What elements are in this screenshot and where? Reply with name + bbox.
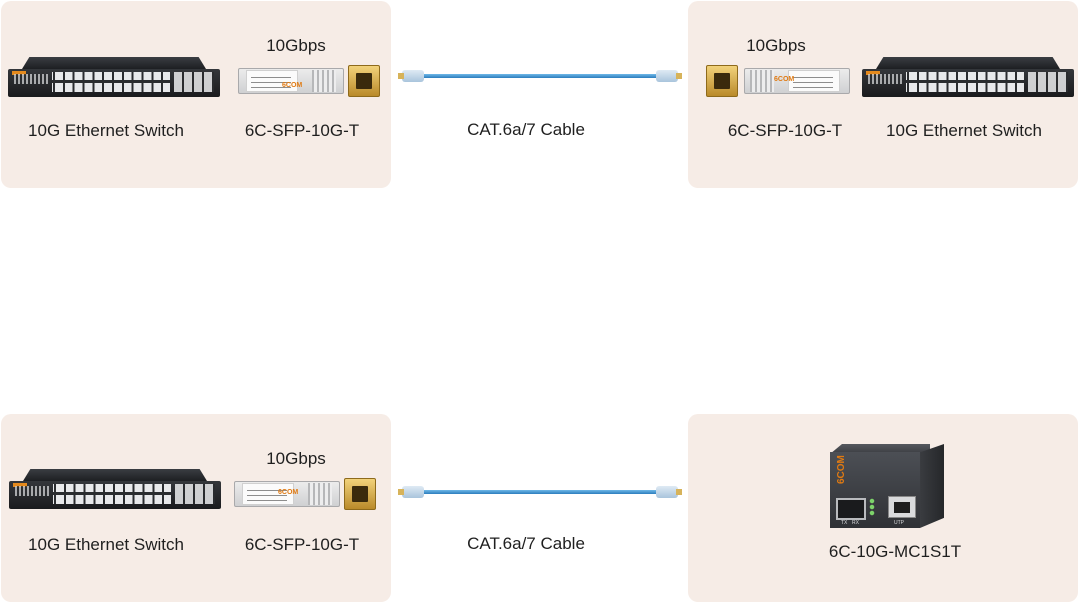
row1-cable-image (398, 66, 682, 86)
row1-right-switch-label: 10G Ethernet Switch (886, 121, 1042, 140)
row1-left-switch-label: 10G Ethernet Switch (28, 121, 184, 140)
row2-left-switch-image (9, 469, 221, 509)
row2-left-sfp-module-image: 6COM (234, 478, 376, 510)
row2-left-speed: 10Gbps (266, 449, 326, 468)
converter-tx-label: TX (841, 520, 848, 526)
row1-left-speed: 10Gbps (266, 36, 326, 55)
sfp-brand-logo: 6COM (282, 82, 303, 89)
row1-right-module-label: 6C-SFP-10G-T (727, 121, 843, 140)
row2-cable-image (398, 482, 682, 502)
row1-left-switch-image (8, 57, 220, 97)
row1-cable-label: CAT.6a/7 Cable (467, 120, 585, 139)
sfp-brand-logo: 6COM (774, 76, 795, 83)
converter-utp-label: UTP (894, 520, 904, 526)
row1-left-sfp-module-image: 6COM (238, 65, 380, 97)
converter-brand-logo: 6COM (836, 455, 847, 484)
sfp-brand-logo: 6COM (278, 489, 299, 496)
row2-left-module-label: 6C-SFP-10G-T (244, 535, 360, 554)
row2-cable-label: CAT.6a/7 Cable (467, 534, 585, 553)
row1-right-speed: 10Gbps (746, 36, 806, 55)
row1-right-switch-image (862, 57, 1074, 97)
row1-right-sfp-module-image: 6COM (706, 65, 850, 97)
converter-rx-label: RX (852, 520, 859, 526)
row1-left-module-label: 6C-SFP-10G-T (244, 121, 360, 140)
row2-left-switch-label: 10G Ethernet Switch (28, 535, 184, 554)
row2-right-device-label: 6C-10G-MC1S1T (828, 542, 962, 561)
media-converter-image: 6COM TX RX UTP (830, 444, 946, 528)
